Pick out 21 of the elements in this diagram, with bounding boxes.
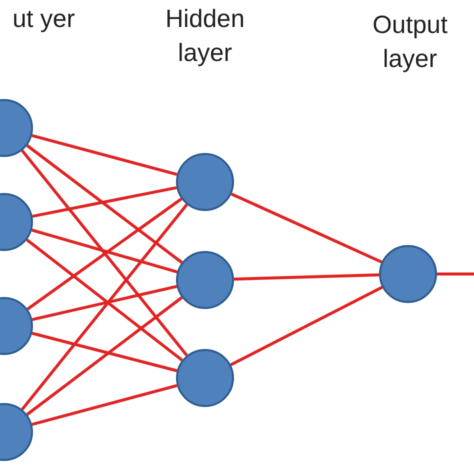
layer-label: ut yer <box>11 4 75 35</box>
connection-line <box>437 272 474 276</box>
connection-line <box>26 296 183 416</box>
connection-line <box>32 285 178 321</box>
connection-line <box>230 286 383 366</box>
neuron-circle <box>176 153 234 211</box>
neuron-circle <box>176 349 234 407</box>
layer-label: Output layer <box>371 10 449 75</box>
connection-line <box>21 150 188 356</box>
connection-line <box>26 144 183 264</box>
connection-line <box>26 198 182 310</box>
layer-label: Hidden layer <box>164 4 246 69</box>
connection-line <box>31 228 178 274</box>
connection-line <box>32 332 178 372</box>
connection-line <box>32 384 178 426</box>
connection-line <box>230 192 382 264</box>
connection-line <box>32 186 177 218</box>
connection-line <box>21 204 188 410</box>
connection-line <box>234 273 380 281</box>
connection-line <box>26 238 184 362</box>
connection-line <box>32 134 178 176</box>
